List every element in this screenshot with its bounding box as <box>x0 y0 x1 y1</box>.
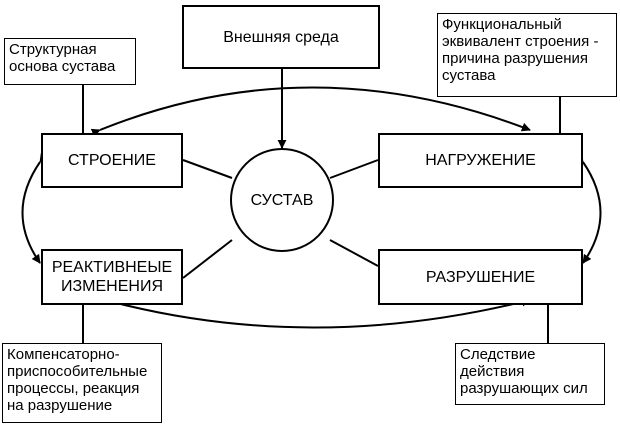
note-load-box: Функциональный эквивалент строения - при… <box>437 13 617 97</box>
note-destruction-line1: Следствие <box>460 346 536 363</box>
note-structure-line2: основа сустава <box>9 58 116 75</box>
note-reactive-line4: на разрушение <box>7 397 113 414</box>
note-destruction-box: Следствие действия разрушающих сил <box>455 343 605 405</box>
note-load-line1: Функциональный <box>442 16 562 33</box>
note-structure-box: Структурная основа сустава <box>4 38 136 85</box>
arc-structure-reactive <box>21 152 49 264</box>
note-structure-line1: Структурная <box>9 41 97 58</box>
arc-reactive-destruction <box>96 293 531 329</box>
structure-box: СТРОЕНИЕ <box>41 133 183 188</box>
destruction-box: РАЗРУШЕНИЕ <box>378 249 583 305</box>
note-reactive-box: Компенсаторно- приспособительные процесс… <box>2 343 162 423</box>
line-reactive-joint <box>182 239 233 279</box>
note-destruction-line3: разрушающих сил <box>460 380 588 397</box>
arc-load-destruction <box>574 152 602 264</box>
note-load-line4: сустава <box>442 67 496 84</box>
reactive-changes-label-line2: ИЗМЕНЕНИЯ <box>61 278 163 295</box>
line-load-joint <box>329 159 379 179</box>
reactive-changes-label-line1: РЕАКТИВНЕЫЕ <box>51 259 173 276</box>
note-reactive-line3: процессы, реакция <box>7 380 140 397</box>
note-load-line2: эквивалент строения - <box>442 33 599 50</box>
line-structure-joint <box>182 159 233 179</box>
destruction-label: РАЗРУШЕНИЕ <box>425 268 536 286</box>
arc-structure-load <box>90 86 531 138</box>
joint-label: СУСТАВ <box>250 191 314 209</box>
line-destruction-joint <box>329 239 379 267</box>
note-reactive-line1: Компенсаторно- <box>7 346 120 363</box>
joint-circle: СУСТАВ <box>230 148 334 252</box>
note-destruction-line2: действия <box>460 363 525 380</box>
note-load-line3: причина разрушения <box>442 50 589 67</box>
load-box: НАГРУЖЕНИЕ <box>378 133 583 188</box>
reactive-changes-box: РЕАКТИВНЕЫЕ ИЗМЕНЕНИЯ <box>41 249 183 305</box>
external-environment-label: Внешняя среда <box>223 28 339 46</box>
structure-label: СТРОЕНИЕ <box>68 152 156 169</box>
load-label: НАГРУЖЕНИЕ <box>425 152 536 169</box>
external-environment-box: Внешняя среда <box>182 5 380 69</box>
note-reactive-line2: приспособительные <box>7 363 148 380</box>
